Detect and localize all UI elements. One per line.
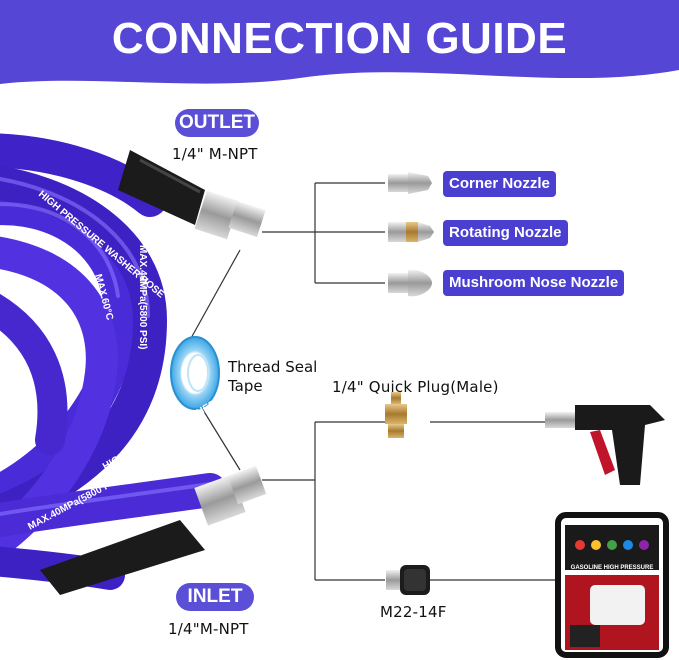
m22-fitting-image: [386, 565, 430, 595]
spray-gun-image: [545, 405, 665, 485]
quick-plug-image: [385, 392, 407, 438]
outlet-badge: OUTLET: [175, 109, 259, 137]
tape-label-line1: Thread Seal: [228, 358, 318, 376]
page-title: CONNECTION GUIDE: [111, 14, 568, 63]
pressure-washer-image: [555, 512, 669, 658]
inlet-fitting: [40, 465, 267, 595]
mushroom-nozzle-label: Mushroom Nose Nozzle: [443, 270, 625, 296]
mushroom-nozzle-image: [388, 269, 432, 297]
washer-brand-text: GASOLINE HIGH PRESSURE WASHER: [570, 565, 654, 577]
corner-nozzle-image: [388, 172, 432, 194]
outlet-spec: 1/4" M-NPT: [172, 145, 258, 163]
m22-label: M22-14F: [380, 603, 447, 621]
connector-lines: [189, 182, 555, 581]
hose-print-text-b: MAX.40MPa(5800 PSI): [137, 245, 148, 350]
thread-seal-tape-image: [170, 336, 220, 410]
corner-nozzle-label: Corner Nozzle: [443, 171, 556, 197]
inlet-badge: INLET: [176, 583, 254, 611]
rotating-nozzle-image: [388, 222, 434, 242]
outlet-fitting: [118, 150, 266, 240]
inlet-spec: 1/4"M-NPT: [168, 620, 249, 638]
tape-label-line2: Tape: [228, 377, 263, 395]
banner-background: [0, 0, 679, 84]
thread-seal-tape-label: Thread Seal Tape: [228, 358, 317, 396]
quick-plug-label: 1/4" Quick Plug(Male): [332, 378, 499, 396]
rotating-nozzle-label: Rotating Nozzle: [443, 220, 568, 246]
